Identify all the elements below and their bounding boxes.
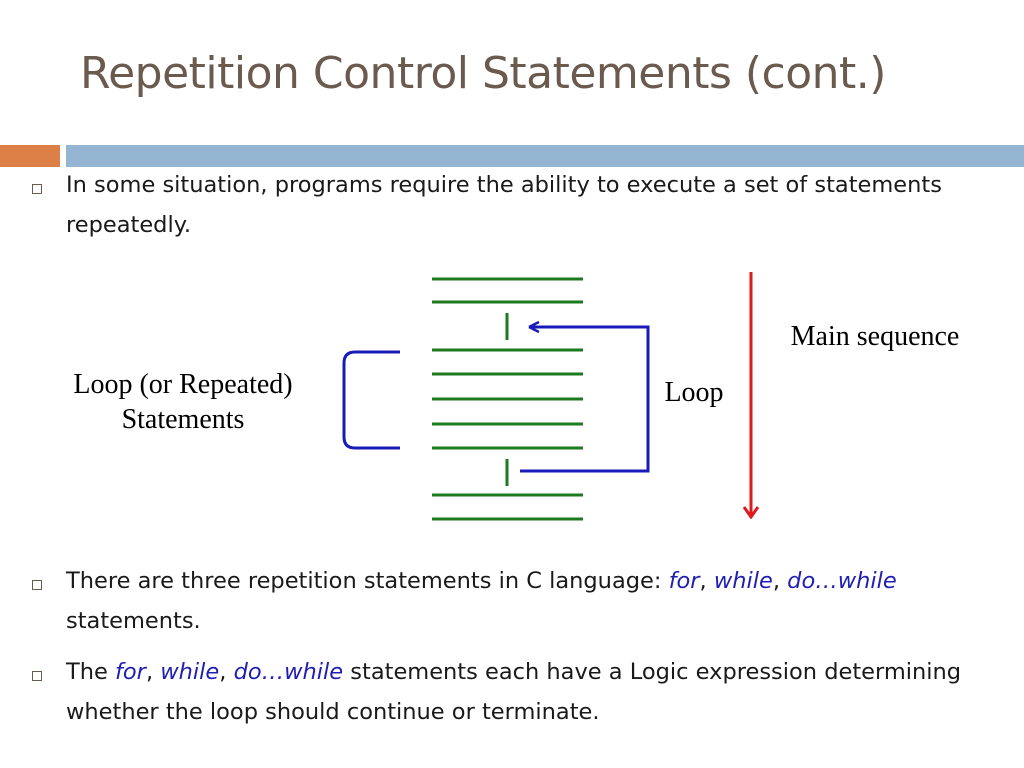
slide-title: Repetition Control Statements (cont.) (80, 48, 886, 99)
bullet-text-3: The for, while, do…while statements each… (66, 652, 986, 732)
keyword-do-while: do…while (233, 659, 344, 685)
repeated-statements-bracket (342, 350, 400, 450)
keyword-while: while (160, 659, 220, 685)
bullet-item-1: In some situation, programs require the … (26, 172, 986, 245)
bracket-label-line2: Statements (122, 404, 245, 435)
keyword-for: for (115, 659, 146, 685)
bracket-label-line1: Loop (or Repeated) (73, 369, 292, 400)
bullet-text-2: There are three repetition statements in… (66, 561, 986, 641)
bullet-2-before: There are three repetition statements in… (66, 568, 669, 594)
accent-bar-blue (66, 145, 1024, 167)
square-bullet-icon (32, 580, 42, 590)
bullet-3-after: statements each have a Logic expression … (66, 659, 962, 725)
bullet-3-sep1: , (145, 659, 161, 685)
statement-lines (432, 277, 583, 521)
loop-label: Loop (664, 377, 723, 408)
keyword-for: for (668, 568, 700, 594)
keyword-while: while (713, 568, 773, 594)
bullet-3-sep2: , (219, 659, 234, 685)
main-sequence-label: Main sequence (791, 321, 960, 352)
bullet-item-2: There are three repetition statements in… (26, 568, 986, 641)
square-bullet-icon (32, 671, 42, 681)
bullet-text-1: In some situation, programs require the … (66, 172, 942, 238)
bullet-2-sep1: , (699, 568, 714, 594)
bullet-2-sep2: , (772, 568, 788, 594)
accent-bar-orange (0, 145, 60, 167)
keyword-do-while: do…while (787, 568, 897, 594)
bullet-2-after: statements. (66, 608, 201, 634)
bullet-item-3: The for, while, do…while statements each… (26, 659, 986, 732)
bullet-3-before: The (66, 659, 115, 685)
loop-arrow (520, 327, 650, 473)
square-bullet-icon (32, 184, 42, 194)
